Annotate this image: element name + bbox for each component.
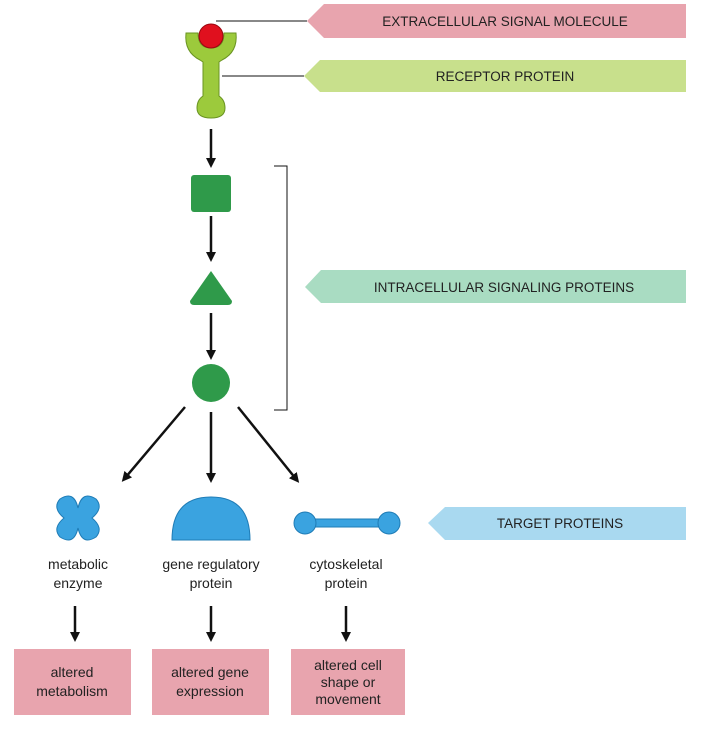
receptor-protein-tag-shape [304, 60, 686, 92]
intracellular-signaling-tag-shape [305, 270, 686, 303]
signal-molecule-tag: EXTRACELLULAR SIGNAL MOLECULE [307, 4, 686, 38]
altered-metabolism-line1: altered [51, 664, 94, 680]
signaling-protein-square [191, 175, 231, 212]
gene-regulatory-label-line1: gene regulatory [162, 556, 259, 572]
receptor-protein-tag: RECEPTOR PROTEIN [304, 60, 686, 92]
metabolic-enzyme-shape [56, 495, 100, 541]
altered-metabolism-line2: metabolism [36, 683, 108, 699]
signaling-protein-triangle [190, 271, 232, 305]
metabolic-enzyme-label-line1: metabolic [48, 556, 108, 572]
intracellular-signaling-tag: INTRACELLULAR SIGNALING PROTEINS [305, 270, 686, 303]
cytoskeletal-protein-shape [293, 511, 401, 535]
altered-cell-shape-line1: altered cell [314, 657, 382, 673]
target-proteins-tag: TARGET PROTEINS [428, 507, 686, 540]
arrow-to-cytoskeletal [237, 406, 300, 483]
altered-gene-expression-line2: expression [176, 683, 244, 699]
receptor-protein-tag-label: RECEPTOR PROTEIN [436, 69, 575, 84]
target-proteins-tag-shape [428, 507, 686, 540]
signal-molecule-tag-shape [307, 4, 686, 38]
receptor-protein [185, 23, 237, 119]
metabolic-enzyme-label-line2: enzyme [53, 575, 102, 591]
cytoskeletal-label-line1: cytoskeletal [309, 556, 382, 572]
intracellular-signaling-tag-label: INTRACELLULAR SIGNALING PROTEINS [374, 280, 634, 295]
altered-gene-expression-line1: altered gene [171, 664, 249, 680]
signaling-protein-circle [192, 364, 230, 402]
altered-cell-shape-line3: movement [315, 691, 380, 707]
gene-regulatory-protein-shape [171, 496, 251, 541]
arrow-to-metabolic-enzyme [121, 406, 186, 482]
intracellular-bracket [274, 165, 288, 411]
signal-molecule-tag-label: EXTRACELLULAR SIGNAL MOLECULE [382, 14, 628, 29]
gene-regulatory-label-line2: protein [190, 575, 233, 591]
target-proteins-tag-label: TARGET PROTEINS [497, 516, 623, 531]
cytoskeletal-label-line2: protein [325, 575, 368, 591]
altered-metabolism-box: altered metabolism [14, 649, 131, 715]
altered-cell-shape-line2: shape or [321, 674, 376, 690]
signal-molecule [198, 23, 224, 49]
altered-cell-shape-box: altered cell shape or movement [291, 649, 405, 715]
altered-gene-expression-box: altered gene expression [152, 649, 269, 715]
